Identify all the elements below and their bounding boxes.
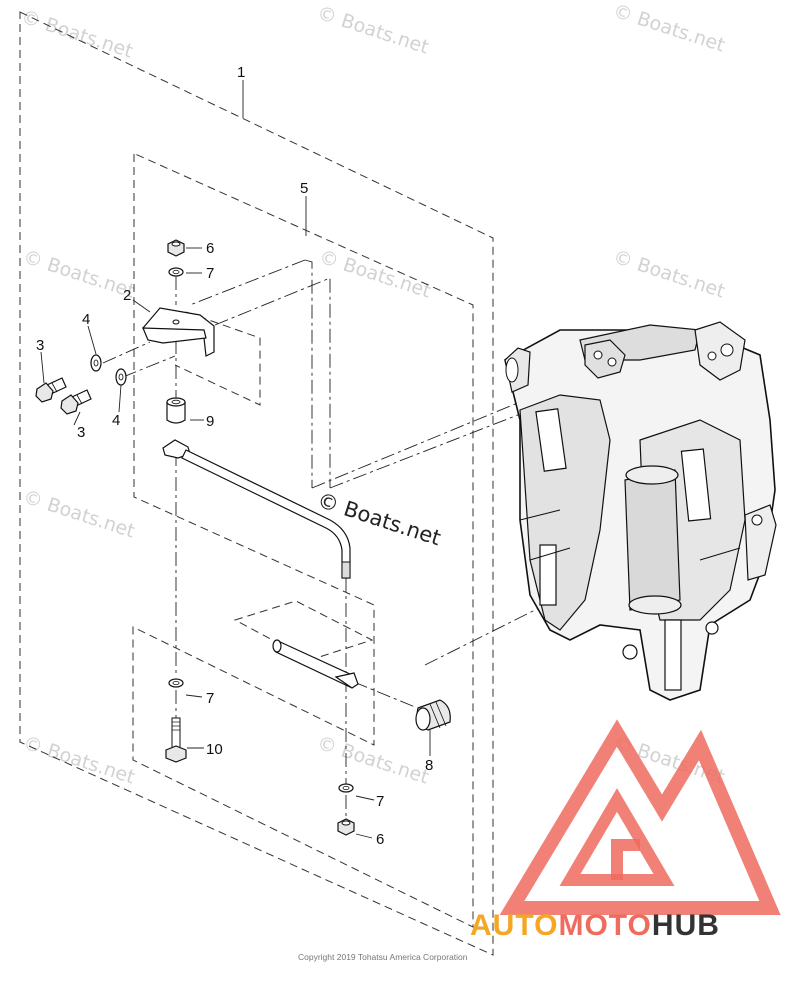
- callout-9: 9: [206, 413, 214, 430]
- callout-3-lower: 3: [77, 424, 85, 441]
- link-rod: [162, 439, 351, 579]
- collar-part-9: [166, 397, 186, 424]
- callout-7-top: 7: [206, 265, 214, 282]
- callout-4-upper: 4: [82, 311, 90, 328]
- watermark: © Boats.net: [314, 732, 431, 789]
- callout-10: 10: [206, 741, 223, 758]
- watermark: © Boats.net: [316, 246, 433, 303]
- callout-leaders: [40, 80, 431, 839]
- callout-labels: 1 5 6 7 2 4 3 3 4 9 7 10 8 7 6: [36, 64, 433, 848]
- callout-3-upper: 3: [36, 337, 44, 354]
- logo-text-auto: AUTO: [470, 909, 558, 942]
- watermark: © Boats.net: [20, 246, 137, 303]
- logo-triangle-icon: [499, 719, 781, 915]
- callout-8: 8: [425, 757, 433, 774]
- nut-part-6-top: [167, 239, 185, 257]
- callout-1: 1: [237, 64, 245, 81]
- watermark: © Boats.net: [20, 732, 137, 789]
- automotohub-logo: AUTOMOTOHUB: [470, 719, 781, 942]
- shaft-part: [272, 639, 359, 689]
- nut-part-6-bottom: [337, 818, 355, 836]
- logo-wordmark: AUTOMOTOHUB: [470, 909, 720, 942]
- outline-shaft: [233, 600, 374, 661]
- outline-assembly-5: [132, 152, 474, 928]
- washer-part-4-lower: [115, 368, 127, 386]
- copyright-notice: Copyright 2019 Tohatsu America Corporati…: [298, 952, 468, 962]
- callout-4-lower: 4: [112, 412, 120, 429]
- watermark: © Boats.net: [314, 2, 431, 59]
- bracket-part-2: [141, 307, 215, 357]
- logo-text-hub: HUB: [652, 909, 720, 942]
- watermark: © Boats.net: [610, 246, 727, 303]
- callout-7-mid: 7: [206, 690, 214, 707]
- bolt-part-10: [165, 717, 187, 763]
- callout-2: 2: [123, 287, 131, 304]
- bolt-part-3-upper: [35, 377, 67, 403]
- parts: [35, 239, 451, 836]
- watermark-dark: © Boats.net: [314, 488, 443, 550]
- watermark: © Boats.net: [18, 6, 135, 63]
- bolt-part-3-lower: [60, 389, 92, 415]
- logo-text-moto: MOTO: [558, 909, 651, 942]
- callout-6-top: 6: [206, 240, 214, 257]
- callout-5: 5: [300, 180, 308, 197]
- assembly-outlines: [19, 11, 494, 956]
- grommet-part-8: [415, 699, 451, 731]
- outline-assembly-1: [19, 11, 494, 956]
- watermark: © Boats.net: [610, 0, 727, 57]
- watermark: © Boats.net: [20, 486, 137, 543]
- clamp-bracket-frame: [504, 321, 777, 701]
- callout-7-bottom: 7: [376, 793, 384, 810]
- outline-bracket: [174, 311, 261, 406]
- callout-6-bottom: 6: [376, 831, 384, 848]
- washer-part-4-upper: [90, 354, 102, 372]
